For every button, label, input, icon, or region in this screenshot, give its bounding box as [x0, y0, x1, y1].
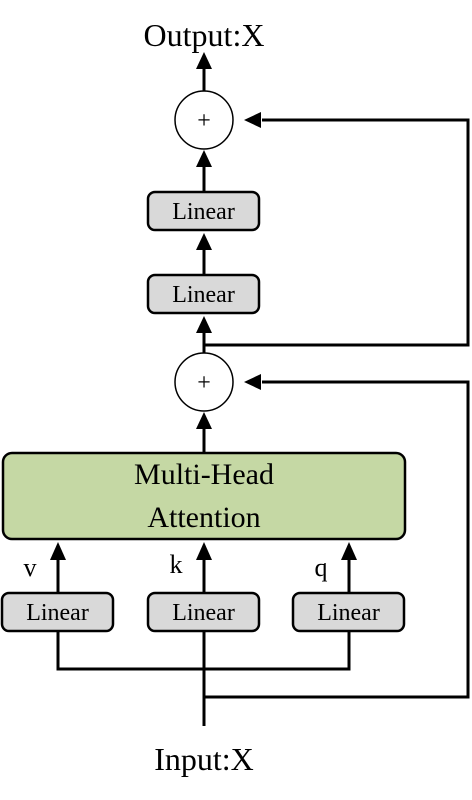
attention-label-line2: Attention	[147, 501, 260, 534]
ffn-linear-upper: Linear	[146, 190, 261, 232]
residual-add-top: +	[174, 90, 234, 150]
ffn-linear-lower: Linear	[146, 273, 261, 315]
linear-k: Linear	[146, 591, 261, 633]
arrow-v	[50, 542, 66, 593]
ffn-linear-lower-label: Linear	[172, 282, 235, 308]
linear-v-label: Linear	[26, 600, 89, 626]
linear-v: Linear	[0, 591, 115, 633]
residual-connection-upper	[204, 112, 470, 347]
input-label: Input:X	[154, 741, 254, 777]
ffn-linear-upper-label: Linear	[172, 199, 235, 225]
attention-label-line1: Multi-Head	[134, 458, 274, 491]
label-q: q	[315, 553, 328, 582]
arrow-add-to-linear	[196, 316, 212, 354]
label-k: k	[170, 550, 183, 579]
residual-connection-lower	[204, 374, 470, 699]
multi-head-attention-block: Multi-Head Attention	[1, 451, 407, 541]
arrow-linear-to-linear	[196, 233, 212, 275]
add-symbol-top: +	[197, 108, 211, 134]
arrow-k	[196, 542, 212, 593]
add-symbol-middle: +	[197, 370, 211, 396]
arrow-linear-to-add-top	[196, 150, 212, 192]
linear-q-label: Linear	[317, 600, 380, 626]
linear-k-label: Linear	[172, 600, 235, 626]
residual-add-middle: +	[174, 352, 234, 412]
label-v: v	[24, 553, 37, 582]
output-label: Output:X	[144, 17, 265, 53]
linear-q: Linear	[291, 591, 406, 633]
arrow-attention-to-add	[196, 412, 212, 453]
input-distribution-lines	[56, 631, 351, 726]
arrow-q	[341, 542, 357, 593]
